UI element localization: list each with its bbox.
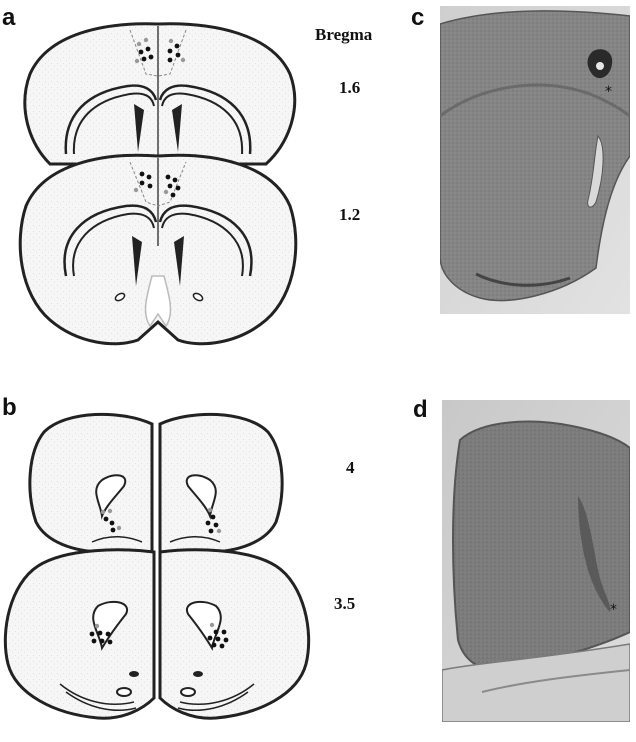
micrograph-d-marker: * bbox=[610, 602, 617, 618]
bregma-level-1-2: 1.2 bbox=[339, 206, 360, 223]
micrograph-c-marker: * bbox=[605, 84, 612, 100]
panel-a-atlas-sections bbox=[8, 14, 318, 354]
micrograph-c-image bbox=[440, 6, 630, 314]
bregma-level-4: 4 bbox=[346, 459, 355, 476]
section-a-top bbox=[25, 24, 295, 164]
panel-b-atlas-sections bbox=[2, 402, 312, 722]
micrograph-d-image bbox=[442, 400, 630, 722]
panel-d-micrograph: * bbox=[442, 400, 630, 722]
panel-c-micrograph: * bbox=[440, 6, 630, 314]
panel-label-c: c bbox=[411, 6, 424, 30]
section-a-bottom bbox=[20, 155, 296, 343]
section-b-top bbox=[30, 414, 282, 552]
panel-label-d: d bbox=[413, 398, 428, 422]
bregma-level-3-5: 3.5 bbox=[334, 595, 355, 612]
section-b-bottom bbox=[5, 550, 308, 718]
bregma-level-1-6: 1.6 bbox=[339, 79, 360, 96]
bregma-header: Bregma bbox=[315, 26, 372, 43]
